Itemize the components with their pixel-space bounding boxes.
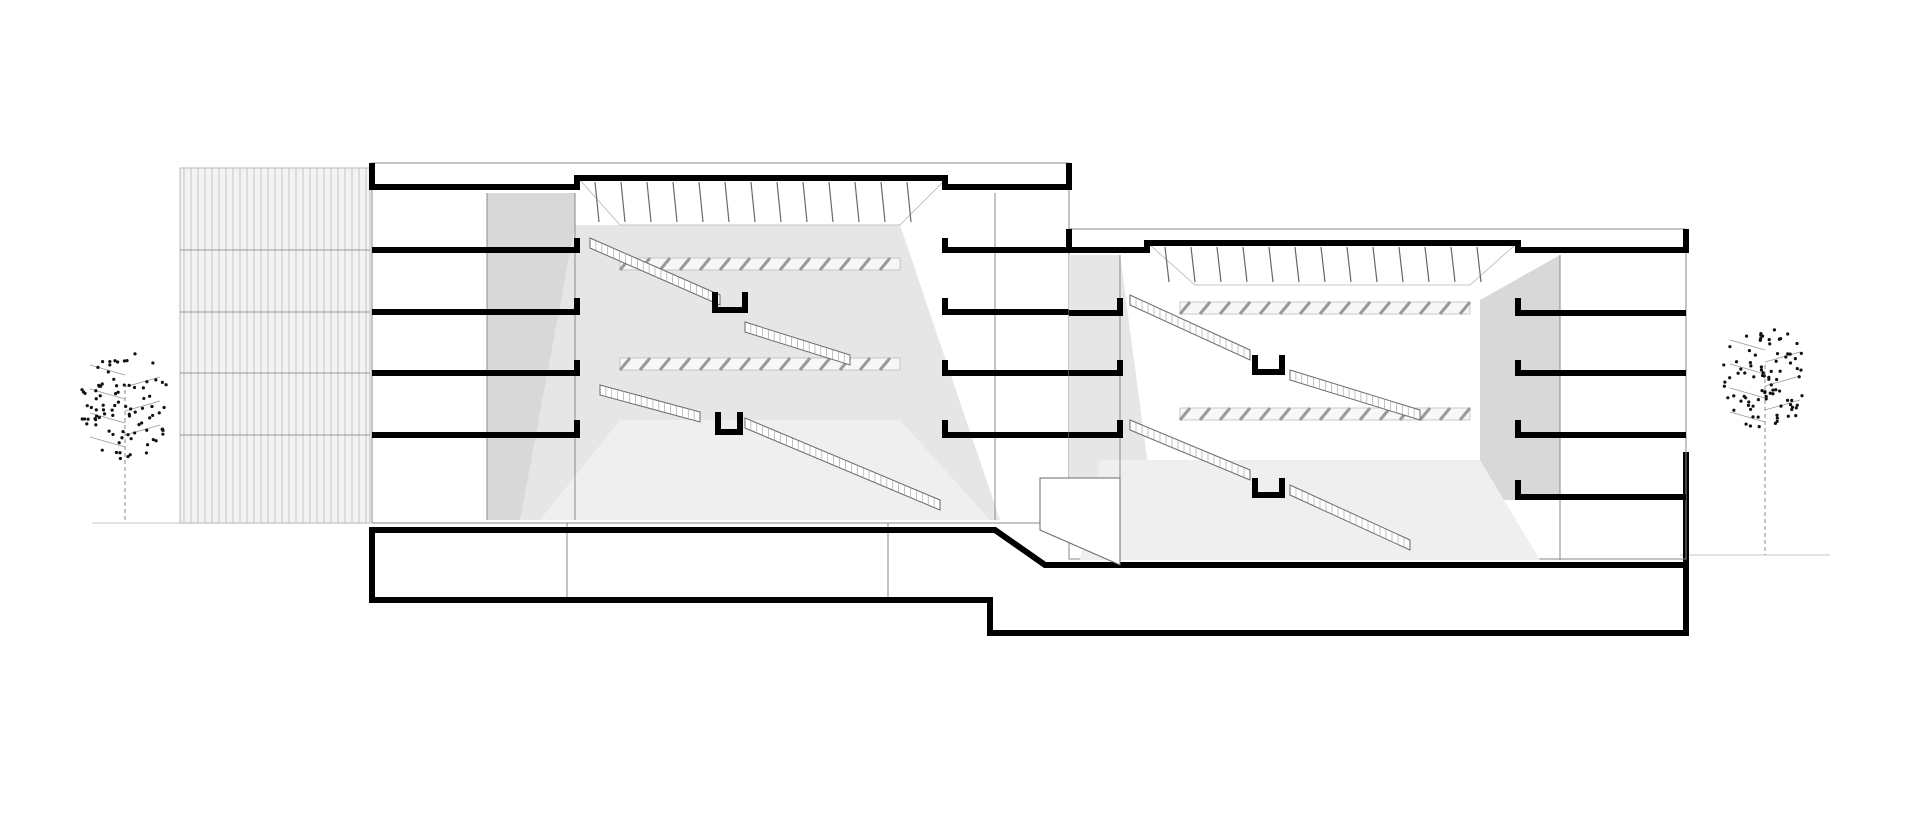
skylight-left xyxy=(594,181,912,223)
facade-louvres xyxy=(179,167,371,524)
staircase-right xyxy=(1129,294,1421,551)
tree-right xyxy=(1722,328,1804,555)
skylight-right xyxy=(1164,246,1482,283)
right-block-section xyxy=(1039,228,1689,566)
tree-left xyxy=(80,352,168,520)
balcony-stripes-right xyxy=(1178,301,1472,421)
staircase-left xyxy=(589,237,941,511)
balcony-stripes-left xyxy=(618,257,901,371)
